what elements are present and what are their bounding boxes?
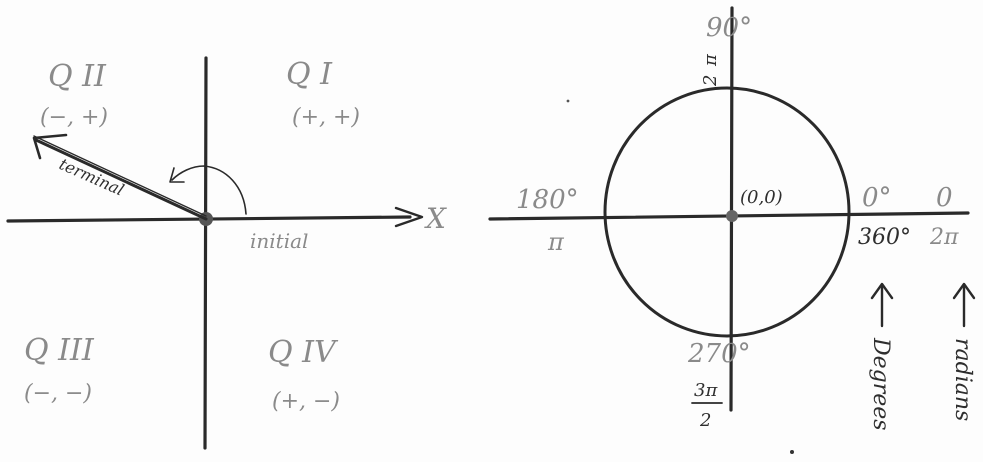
rotation-arrow-icon <box>169 167 185 183</box>
right-radians-label: 0 <box>936 183 953 213</box>
radians-note: radians <box>950 338 975 421</box>
rotation-arc <box>171 165 247 215</box>
left-degrees-label: 180° <box>516 185 579 215</box>
unit-circle-diagram: 90° π 2 180° π (0,0) 0° 360° 0 2π 270° 3… <box>488 6 976 454</box>
radians-arrow-icon <box>952 282 976 300</box>
terminal-arrow-icon <box>32 133 68 160</box>
bottom-degrees-label: 270° <box>687 339 751 369</box>
unit-circle <box>603 86 851 338</box>
bottom-radians-denominator: 2 <box>699 410 711 431</box>
q4-signs: (+, −) <box>272 389 340 414</box>
degrees-arrow-icon <box>870 282 894 300</box>
unit-circle-center-point <box>726 210 738 222</box>
top-radians-numerator: π <box>700 53 721 67</box>
x-axis-label: X <box>424 202 447 235</box>
terminal-label: terminal <box>56 154 127 199</box>
q1-signs: (+, +) <box>292 105 360 130</box>
y-axis-line <box>203 56 208 450</box>
right-degrees-alt-label: 360° <box>858 225 911 250</box>
top-radians-denominator: 2 <box>700 75 721 87</box>
top-degrees-label: 90° <box>706 13 752 43</box>
left-radians-label: π <box>547 228 565 256</box>
degrees-note: Degrees <box>868 337 893 431</box>
right-degrees-label: 0° <box>862 183 892 213</box>
bottom-radians-numerator: 3π <box>694 380 718 401</box>
right-radians-alt-label: 2π <box>929 225 959 250</box>
center-coordinate-label: (0,0) <box>740 187 783 208</box>
coordinate-plane: Q II (−, +) Q I (+, +) Q III (−, −) Q IV… <box>6 56 447 450</box>
initial-label: initial <box>250 229 308 253</box>
q2-signs: (−, +) <box>40 105 108 130</box>
unit-circle-y-axis <box>729 6 734 412</box>
q4-label: Q IV <box>268 335 339 370</box>
q1-label: Q I <box>286 57 333 92</box>
q3-signs: (−, −) <box>24 381 92 406</box>
x-axis-arrow-icon <box>394 206 424 228</box>
q3-label: Q III <box>24 333 95 368</box>
terminal-side-line <box>34 138 208 221</box>
q2-label: Q II <box>48 59 107 94</box>
terminal-side-shadow <box>33 135 207 217</box>
stray-mark <box>566 99 570 103</box>
stray-mark <box>790 450 794 454</box>
